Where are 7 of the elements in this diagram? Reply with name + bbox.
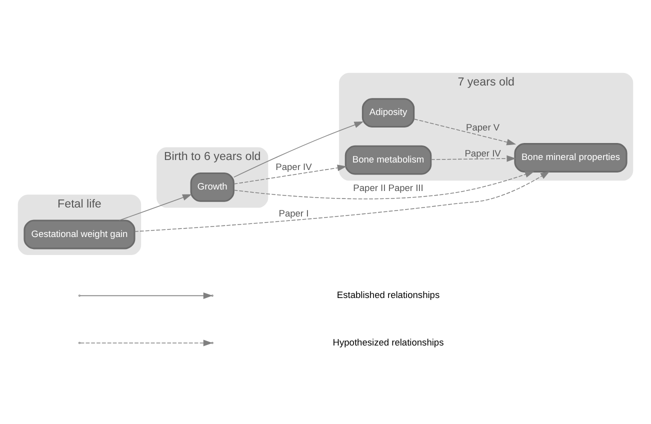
edge-label: Paper IV xyxy=(464,148,501,159)
legend-label: Established relationships xyxy=(336,290,440,300)
edge-label: Paper IV xyxy=(276,162,312,172)
legend-label: Hypothesized relationships xyxy=(332,337,444,348)
edge-label: Paper V xyxy=(466,122,500,132)
edge-label: Paper II Paper III xyxy=(353,182,424,193)
edge-label: Paper I xyxy=(278,208,309,218)
